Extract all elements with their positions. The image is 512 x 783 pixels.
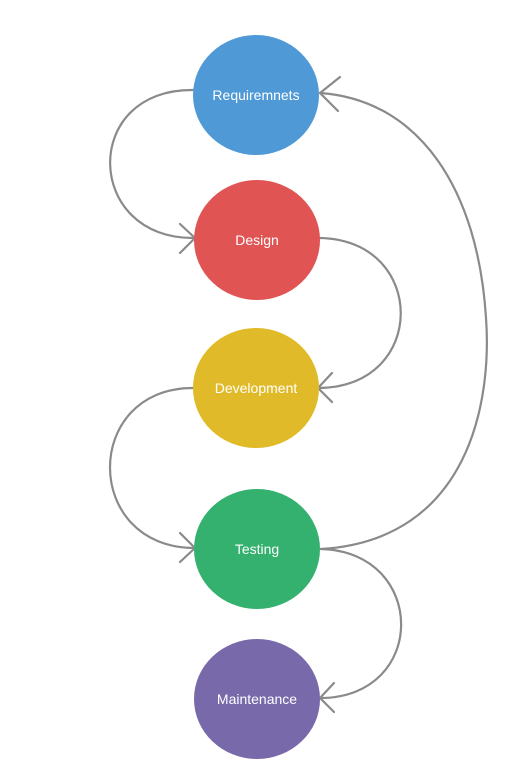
edge-testing-to-maintenance (318, 547, 403, 700)
node-requirements: Requiremnets (193, 35, 319, 155)
edge-testing-to-requirements (318, 91, 488, 551)
node-label-development: Development (214, 380, 298, 396)
node-label-requirements: Requiremnets (212, 87, 300, 103)
node-label-design: Design (235, 232, 279, 248)
arrowhead-requirements-icon (318, 75, 342, 113)
node-label-testing: Testing (234, 541, 280, 557)
arrowhead-maintenance-icon (318, 681, 336, 714)
edge-requirements-to-design (109, 88, 197, 240)
node-label-maintenance: Maintenance (216, 691, 298, 707)
node-design: Design (194, 180, 320, 300)
node-maintenance: Maintenance (194, 639, 320, 759)
node-development: Development (193, 328, 319, 448)
edge-design-to-development (316, 236, 402, 390)
node-testing: Testing (194, 489, 320, 609)
edge-development-to-testing (108, 386, 197, 550)
